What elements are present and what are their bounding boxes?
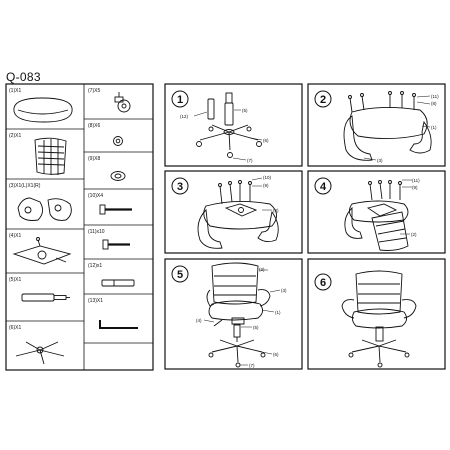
step-5-callout-7: (7) [249, 363, 255, 368]
step-3-callout-4: (4) [273, 208, 279, 213]
star-base-drawing [15, 341, 65, 365]
step-5-callout-4: (4) [196, 318, 202, 323]
step-6-drawing [341, 270, 417, 368]
step-5-badge [171, 265, 189, 283]
step-3-callout-10: (10) [263, 175, 272, 180]
step-6-number: 6 [320, 277, 326, 289]
armrests-drawing [17, 197, 72, 221]
step-5-callout-3: (3) [281, 288, 287, 293]
part-label-2: (2)X1 [9, 133, 21, 139]
step-4-drawing [344, 179, 412, 251]
step-1-callout-7: (7) [247, 158, 253, 163]
backrest-drawing [34, 137, 67, 175]
step-4-callout-11: (11) [412, 178, 420, 183]
step-1-callout-6: (6) [263, 138, 269, 143]
step-2-number: 2 [320, 94, 326, 106]
step-4-callout-9: (9) [412, 185, 418, 190]
step-5-callout-1: (1) [275, 310, 281, 315]
step-3-number: 3 [177, 181, 183, 193]
caster-drawing [114, 92, 131, 113]
part-label-5: (5)X1 [9, 277, 21, 283]
long-bolt-drawing [99, 204, 132, 215]
part-label-3: (3)X1(L)X1(R) [9, 183, 41, 189]
step-5-frame [164, 258, 303, 370]
step-4-number: 4 [320, 181, 327, 193]
part-label-7: (7)X5 [88, 88, 100, 94]
step-2-callout-1: (1) [431, 125, 437, 130]
washer-drawing [113, 136, 123, 146]
step-6-badge [314, 273, 332, 291]
step-6-frame [307, 258, 446, 370]
part-label-12: (12)x1 [88, 263, 102, 269]
parts-panel-border [5, 83, 154, 371]
part-label-13: (13)X1 [88, 298, 103, 304]
part-label-1: (1)X1 [9, 88, 21, 94]
step-2-callout-11: (11) [431, 94, 439, 99]
step-2-drawing [343, 91, 432, 161]
step-3-badge [171, 177, 189, 195]
step-frames [164, 83, 446, 370]
allen-key-drawing [99, 320, 138, 329]
step-1-frame [164, 83, 303, 167]
step-5-callout-2: (2) [259, 267, 265, 272]
step-3-drawing [197, 177, 279, 249]
step-2-frame [307, 83, 446, 167]
seat-drawing [13, 97, 73, 123]
step-2-callout-8: (8) [431, 101, 437, 106]
step-1-callout-12: (12) [180, 114, 189, 119]
step-1-drawing [193, 92, 263, 161]
step-5-callout-5: (5) [253, 325, 259, 330]
part-label-10: (10)X4 [88, 193, 103, 199]
step-2-callout-3: (3) [377, 158, 383, 163]
step-5-callout-6: (6) [273, 352, 279, 357]
step-2-badge [314, 90, 332, 108]
part-label-8: (8)X6 [88, 123, 100, 129]
step-1-callout-5: (5) [242, 108, 248, 113]
part-label-9: (9)X8 [88, 156, 100, 162]
short-bolt-drawing [102, 239, 130, 250]
parts-panel [5, 83, 154, 371]
model-code: Q-083 [6, 70, 41, 84]
step-1-number: 1 [177, 94, 183, 106]
step-4-frame [307, 170, 446, 254]
step-3-callout-9: (9) [263, 183, 269, 188]
cover-tube-drawing [101, 279, 135, 287]
part-label-11: (11)x10 [88, 229, 105, 235]
gas-lift-drawing [21, 293, 70, 302]
step-5-drawing [203, 262, 281, 368]
step-4-badge [314, 177, 332, 195]
step-1-badge [171, 90, 189, 108]
part-label-6: (6)X1 [9, 325, 21, 331]
step-4-callout-2: (2) [411, 232, 417, 237]
step-3-frame [164, 170, 303, 254]
part-label-4: (4)X1 [9, 233, 21, 239]
step-5-number: 5 [177, 269, 183, 281]
spring-washer-drawing [110, 171, 126, 181]
mechanism-drawing [12, 237, 72, 265]
